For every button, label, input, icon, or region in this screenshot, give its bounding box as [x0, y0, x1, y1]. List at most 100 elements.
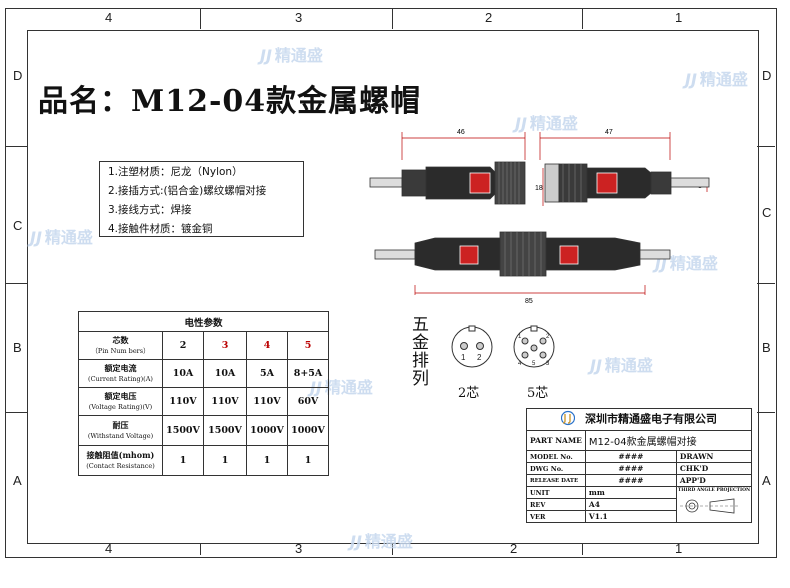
pin-label: 1 — [461, 353, 466, 362]
cell: 8+5A — [287, 359, 329, 388]
pin-label: 2 — [546, 334, 550, 340]
zone-label-left-c: C — [13, 218, 23, 233]
company-row: 深圳市精通盛电子有限公司 — [525, 408, 753, 431]
field-label: RELEASE DATE — [526, 474, 586, 487]
zone-divider — [200, 543, 201, 555]
dimension-right-length: 47 — [605, 129, 613, 136]
zone-divider — [582, 9, 583, 29]
two-pin-face — [451, 326, 493, 368]
cell: 1000V — [287, 415, 329, 446]
cell: 1 — [203, 445, 247, 476]
cell: 1 — [246, 445, 288, 476]
table-row: 额定电压(Voltage Rating)(V) 110V 110V 110V 6… — [78, 387, 329, 416]
field-label: MODEL No. — [526, 450, 586, 463]
male-connector — [369, 161, 526, 205]
pin-label: 5 — [532, 361, 536, 367]
note-item: 3.接线方式：焊接 — [108, 204, 192, 216]
note-item: 2.接插方式:(铝合金)螺纹螺帽对接 — [108, 185, 267, 197]
field-value: #### — [584, 474, 677, 487]
zone-divider — [6, 412, 27, 413]
table-row: 接触阻值(mhom) (Contact Resistance) 1 1 1 1 — [78, 445, 329, 476]
row-label: 耐压 — [112, 420, 129, 430]
title-block-row: RELEASE DATE #### APP'D — [526, 474, 753, 487]
note-item: 4.接触件材质：镀金铜 — [108, 223, 213, 235]
cell: 110V — [203, 387, 247, 416]
title-block-row: DWG No. #### CHK'D — [526, 462, 753, 475]
field-value: #### — [584, 450, 677, 463]
part-name-label: PART NAME — [526, 430, 586, 451]
cell: 5A — [246, 359, 288, 388]
zone-label-left-a: A — [13, 473, 22, 488]
cell: 110V — [162, 387, 204, 416]
dimension-diameter: 18 — [535, 185, 543, 192]
two-pin-caption: 2芯 — [458, 386, 480, 401]
zone-label-top-2: 2 — [485, 10, 493, 25]
cell: 1 — [287, 445, 329, 476]
zone-label-top-1: 1 — [675, 10, 683, 25]
row-label: 接触阻值(mhom) — [86, 450, 155, 460]
pin-label: 3 — [546, 361, 550, 367]
title-block-row: UNIT mm THIRD ANGLE PROJECTION — [526, 486, 753, 523]
zone-label-right-a: A — [762, 473, 771, 488]
third-angle-projection-icon — [679, 498, 738, 514]
field-label: REV — [526, 498, 586, 511]
dimension-mated-length: 85 — [525, 298, 533, 305]
row-label-en: （Pin Num bers） — [91, 347, 150, 355]
cell: 60V — [287, 387, 329, 416]
field-value: A4 — [584, 498, 677, 511]
cell: 10A — [162, 359, 204, 388]
field-label: DWG No. — [526, 462, 586, 475]
field-label: UNIT — [526, 486, 586, 499]
field-value: V1.1 — [584, 510, 677, 523]
zone-label-left-b: B — [13, 340, 22, 355]
cell: 1500V — [203, 415, 247, 446]
zone-divider — [200, 9, 201, 29]
row-label: 额定电流 — [104, 363, 137, 373]
title-block-row: MODEL No. #### DRAWN — [526, 450, 753, 463]
row-label-en: (Voltage Rating)(V) — [88, 403, 153, 411]
zone-divider — [6, 146, 27, 147]
zone-divider — [392, 9, 393, 29]
zone-divider — [6, 283, 27, 284]
cell: 2 — [162, 331, 204, 360]
dimension-left-length: 46 — [457, 129, 465, 136]
company-logo — [561, 410, 576, 429]
table-row: 额定电流(Current Rating)(A) 10A 10A 5A 8+5A — [78, 359, 329, 388]
cell: 1 — [162, 445, 204, 476]
zone-divider — [582, 543, 583, 555]
pin-label: 2 — [477, 353, 482, 362]
field-value: #### — [584, 462, 677, 475]
product-title: 品名：M12-04款金属螺帽 — [38, 84, 422, 119]
table-title: 电性参数 — [78, 311, 329, 332]
title-block-row: VER V1.1 — [526, 510, 752, 523]
part-name-value: M12-04款金属螺帽对接 — [584, 430, 753, 451]
zone-label-top-4: 4 — [105, 10, 113, 25]
row-label-en: (Current Rating)(A) — [88, 375, 153, 383]
row-label-en: (Contact Resistance) — [86, 462, 155, 470]
zone-label-bottom-2: 2 — [510, 541, 518, 556]
table-row: 芯数（Pin Num bers） 2 3 4 5 — [78, 331, 329, 360]
zone-label-bottom-3: 3 — [295, 541, 303, 556]
zone-label-left-d: D — [13, 68, 23, 83]
cell: 4 — [246, 331, 288, 360]
pin-layout-heading: 五金排列 — [412, 315, 429, 389]
zone-label-top-3: 3 — [295, 10, 303, 25]
projection-cell: THIRD ANGLE PROJECTION — [675, 486, 753, 523]
zone-label-right-c: C — [762, 205, 772, 220]
row-label: 芯数 — [112, 335, 129, 345]
electrical-parameters-table: 电性参数 芯数（Pin Num bers） 2 3 4 5 额定电流(Curre… — [78, 311, 329, 476]
zone-divider — [392, 543, 393, 555]
drawing-inner-border — [27, 30, 759, 544]
zone-label-right-b: B — [762, 340, 771, 355]
zone-label-bottom-1: 1 — [675, 541, 683, 556]
row-label: 额定电压 — [104, 391, 137, 401]
table-row: 耐压(Withstand Voltage) 1500V 1500V 1000V … — [78, 415, 329, 446]
five-pin-caption: 5芯 — [527, 386, 549, 401]
zone-divider — [757, 412, 775, 413]
